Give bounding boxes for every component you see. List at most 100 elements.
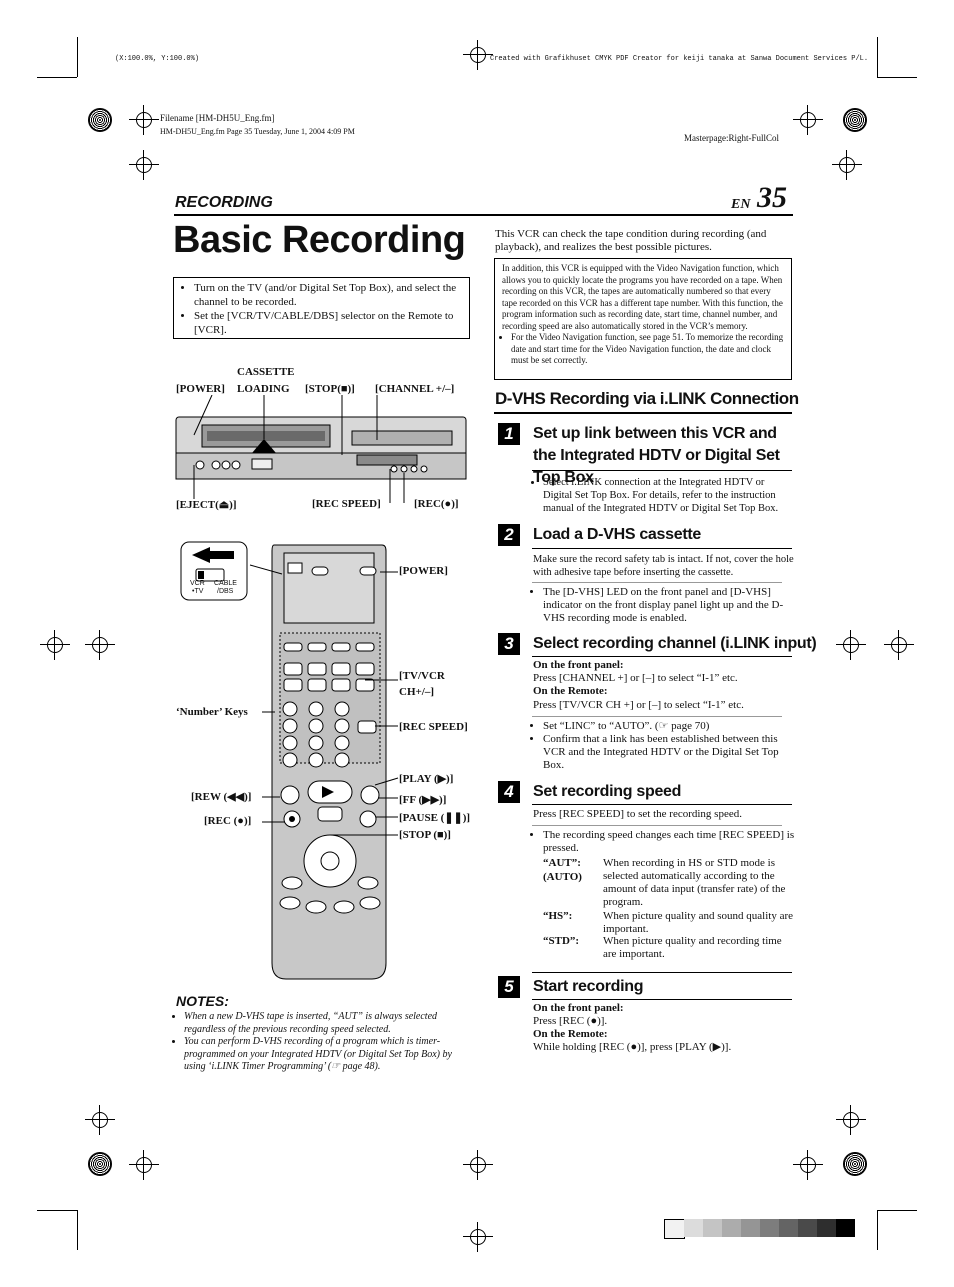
step-rule — [532, 548, 792, 549]
registration-mark-icon — [85, 630, 115, 660]
vcr-label-stop: [STOP(■)] — [305, 383, 355, 395]
mode-desc: When picture quality and recording time … — [603, 935, 782, 960]
remote-leader-lines — [249, 564, 399, 836]
note-item: You can perform D-VHS recording of a pro… — [184, 1036, 472, 1074]
mode-desc: When recording in HS or STD mode is sele… — [603, 857, 786, 908]
registration-mark-icon — [463, 1222, 493, 1252]
step-number: 1 — [498, 423, 520, 445]
masterpage-meta: Masterpage:Right-FullCol — [684, 133, 779, 143]
step-rule — [532, 972, 792, 973]
vcr-front-panel — [175, 395, 467, 503]
header-rule — [174, 214, 793, 216]
section-label: RECORDING — [175, 194, 273, 211]
registration-mark-icon — [129, 1150, 159, 1180]
preparation-box: Turn on the TV (and/or Digital Set Top B… — [173, 277, 470, 339]
registration-mark-icon — [793, 105, 823, 135]
remote-label-rew: [REW (◀◀)] — [191, 791, 252, 803]
registration-mark-icon — [463, 1150, 493, 1180]
crop-mark — [877, 77, 917, 78]
remote-label-rec-speed: [REC SPEED] — [399, 721, 468, 733]
switch-label-vcr: VCR — [190, 580, 205, 587]
creator-meta: Created with Grafikhuset CMYK PDF Creato… — [490, 55, 869, 63]
speed-mode-aut: “AUT”: (AUTO) When recording in HS or ST… — [543, 857, 803, 909]
step-text: Press [REC SPEED] to set the recording s… — [533, 808, 742, 820]
registration-mark-icon — [129, 105, 159, 135]
step-bullet: The recording speed changes each time [R… — [543, 829, 795, 855]
speed-mode-hs: “HS”: When picture quality and sound qua… — [543, 910, 803, 936]
step-text: Make sure the record safety tab is intac… — [533, 554, 794, 578]
registration-mark-icon — [836, 1105, 866, 1135]
step-number: 3 — [498, 633, 520, 655]
switch-label-dbs: /DBS — [217, 588, 234, 595]
registration-mark-icon — [463, 40, 493, 70]
vcr-label-loading: LOADING — [237, 383, 290, 395]
registration-mark-icon — [884, 630, 914, 660]
remote-label: On the Remote: — [533, 1028, 608, 1040]
vcr-label-channel: [CHANNEL +/–] — [375, 383, 455, 395]
step-bullet: Set “LINC” to “AUTO”. (☞ page 70) — [543, 720, 795, 733]
crop-mark — [877, 1210, 878, 1250]
filename-meta: Filename [HM-DH5U_Eng.fm] — [160, 113, 275, 123]
vcr-label-cassette: CASSETTE — [237, 366, 295, 378]
prep-item: Turn on the TV (and/or Digital Set Top B… — [194, 281, 469, 309]
section-rule — [494, 412, 792, 414]
scale-meta: (X:100.0%, Y:100.0%) — [115, 55, 200, 63]
front-panel-text: Press [REC (●)]. — [533, 1015, 608, 1027]
remote-text: Press [TV/VCR CH +] or [–] to select “I-… — [533, 699, 744, 711]
registration-mark-icon — [793, 1150, 823, 1180]
mode-desc: When picture quality and sound quality a… — [603, 910, 793, 935]
step-heading: Set recording speed — [533, 783, 682, 800]
mode-term: “HS”: — [543, 910, 573, 922]
step-bullets: Select i.LINK connection at the Integrat… — [533, 476, 795, 515]
selector-switch-inset — [180, 541, 248, 601]
vcr-label-rec: [REC(●)] — [414, 498, 459, 510]
front-panel-label: On the front panel: — [533, 659, 624, 671]
remote-text: While holding [REC (●)], press [PLAY (▶)… — [533, 1041, 732, 1053]
remote-label-ff: [FF (▶▶)] — [399, 794, 447, 806]
remote-label-number-keys: ‘Number’ Keys — [176, 706, 248, 718]
vcr-label-power: [POWER] — [176, 383, 225, 395]
switch-label-cable: CABLE — [214, 580, 237, 587]
color-target-icon — [843, 108, 867, 132]
mode-term: “STD”: — [543, 935, 580, 947]
step-bullets: Set “LINC” to “AUTO”. (☞ page 70) Confir… — [533, 720, 795, 772]
vcr-label-rec-speed: [REC SPEED] — [312, 498, 381, 510]
front-panel-label: On the front panel: — [533, 1002, 624, 1014]
crop-mark — [877, 37, 878, 77]
speed-mode-std: “STD”: When picture quality and recordin… — [543, 935, 803, 961]
step-bullet: Select i.LINK connection at the Integrat… — [543, 476, 795, 515]
color-target-icon — [88, 108, 112, 132]
registration-mark-icon — [85, 1105, 115, 1135]
front-panel-text: Press [CHANNEL +] or [–] to select “I-1”… — [533, 672, 738, 684]
video-navigation-box: In addition, this VCR is equipped with t… — [494, 258, 792, 380]
fileinfo-meta: HM-DH5U_Eng.fm Page 35 Tuesday, June 1, … — [160, 127, 355, 136]
crop-mark — [77, 37, 78, 77]
note-item: When a new D-VHS tape is inserted, “AUT”… — [184, 1011, 472, 1036]
remote-label-stop: [STOP (■)] — [399, 829, 451, 841]
switch-label-tv: •TV — [192, 588, 204, 595]
remote-label-pause: [PAUSE (❚❚)] — [399, 812, 471, 824]
crop-mark — [37, 1210, 77, 1211]
registration-mark-icon — [129, 150, 159, 180]
step-bullet: The [D-VHS] LED on the front panel and [… — [543, 586, 795, 625]
remote-label-tv-vcr: [TV/VCR — [399, 670, 445, 682]
step-rule — [532, 582, 782, 583]
notes-title: NOTES: — [176, 993, 229, 1009]
page-number: 35 — [757, 181, 787, 214]
page-title: Basic Recording — [173, 219, 466, 261]
prep-item: Set the [VCR/TV/CABLE/DBS] selector on t… — [194, 309, 469, 337]
mode-term-sub: (AUTO) — [543, 871, 582, 883]
remote-label-play: [PLAY (▶)] — [399, 773, 454, 785]
registration-mark-icon — [836, 630, 866, 660]
mode-term: “AUT”: — [543, 857, 581, 869]
registration-mark-icon — [40, 630, 70, 660]
crop-mark — [37, 77, 77, 78]
step-bullet: Confirm that a link has been established… — [543, 733, 795, 772]
info-box-bullet: For the Video Navigation function, see p… — [511, 332, 785, 367]
step-bullets: The [D-VHS] LED on the front panel and [… — [533, 586, 795, 625]
step-rule — [532, 804, 792, 805]
remote-control — [271, 544, 387, 980]
step-number: 5 — [498, 976, 520, 998]
step-rule — [532, 716, 782, 717]
registration-mark-icon — [832, 150, 862, 180]
